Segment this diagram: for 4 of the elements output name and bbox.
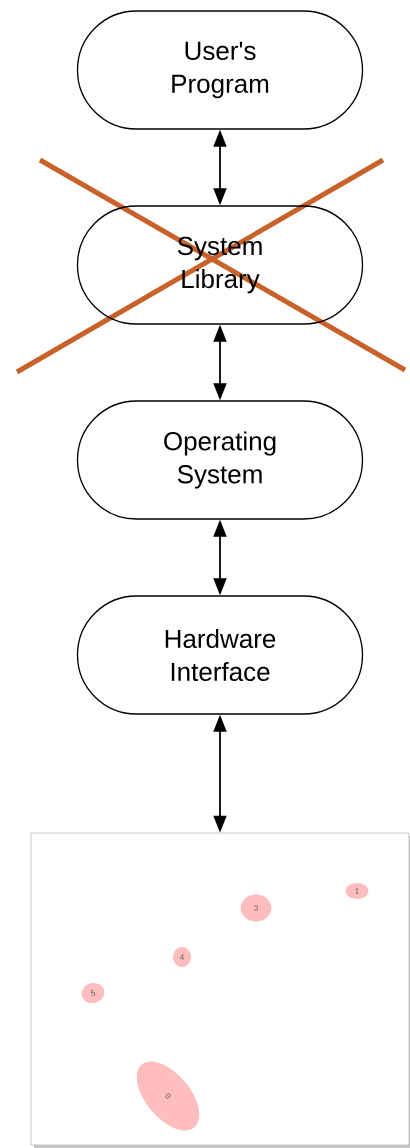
process-box: Operating System [76, 400, 364, 520]
process-box: User's Program [76, 10, 364, 130]
process-box: Hardware Interface [76, 595, 364, 715]
plot-panel [30, 832, 410, 1146]
